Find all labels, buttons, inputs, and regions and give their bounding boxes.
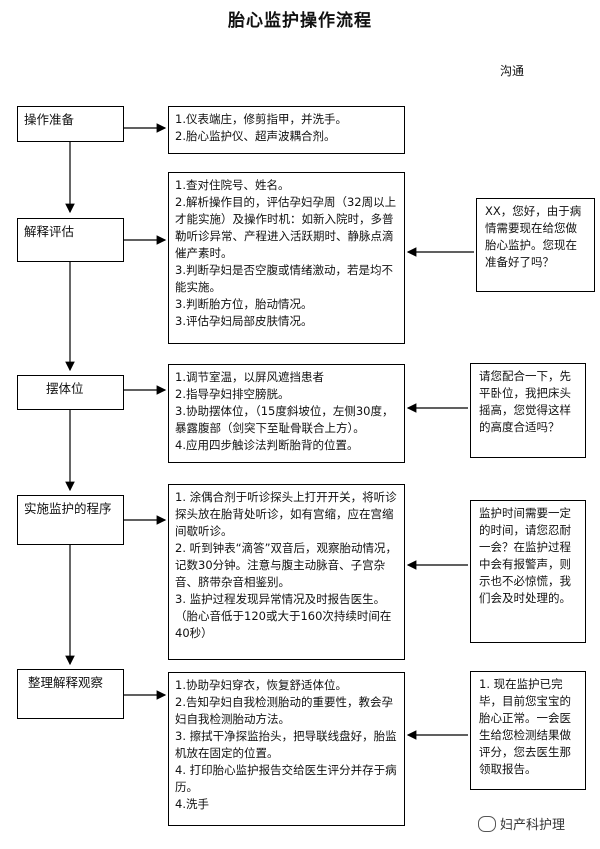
detail-line: 1.协助孕妇穿衣，恢复舒适体位。 <box>175 678 347 692</box>
detail-line: 1.调节室温，以屏风遮挡患者 <box>175 370 324 384</box>
detail-line: 3.评估孕妇局部皮肤情况。 <box>175 314 313 328</box>
communication-label: 沟通 <box>500 64 525 78</box>
step-label: 实施监护的程序 <box>24 501 112 516</box>
watermark: 妇产科护理 <box>478 814 565 833</box>
detail-line: 1. 涂偶合剂于听诊探头上打开开关，将听诊探头放在胎背处听诊，如有宫缩，应在宫缩… <box>175 490 397 538</box>
dialog-text: 监护时间需要一定的时间，请您忍耐一会？在监护过程中会有报警声，则示也不必惊慌，我… <box>479 506 571 605</box>
detail-line: 2.胎心监护仪、超声波耦合剂。 <box>175 129 336 143</box>
detail-line: 3.判断胎方位，胎动情况。 <box>175 297 313 311</box>
detail-line: 1.仪表端庄，修剪指甲，并洗手。 <box>175 112 347 126</box>
detail-line: 3. 擦拭干净探监抬头，把导联线盘好，胎监机放在固定的位置。 <box>175 729 397 760</box>
step-box-monitor: 实施监护的程序 <box>17 495 124 545</box>
watermark-text: 妇产科护理 <box>500 818 566 833</box>
detail-box-prepare: 1.仪表端庄，修剪指甲，并洗手。 2.胎心监护仪、超声波耦合剂。 <box>168 106 405 154</box>
step-label: 整理解释观察 <box>28 675 104 690</box>
wechat-icon <box>478 815 496 832</box>
step-label: 摆体位 <box>46 381 84 396</box>
detail-line: 2.解析操作目的，评估孕妇孕周（32周以上才能实施）及操作时机：如新入院时，多普… <box>175 195 397 260</box>
detail-line: 2. 听到钟表“滴答”双音后，观察胎动情况，记数30分钟。注意与腹主动脉音、子宫… <box>175 541 398 589</box>
dialog-text: 请您配合一下，先平卧位，我把床头摇高，您觉得这样的高度合适吗？ <box>479 369 571 434</box>
step-box-assess: 解释评估 <box>17 218 124 262</box>
detail-box-monitor: 1. 涂偶合剂于听诊探头上打开开关，将听诊探头放在胎背处听诊，如有宫缩，应在宫缩… <box>168 484 405 660</box>
detail-box-assess: 1.查对住院号、姓名。 2.解析操作目的，评估孕妇孕周（32周以上才能实施）及操… <box>168 172 405 344</box>
detail-line: 4.应用四步触诊法判断胎背的位置。 <box>175 438 359 452</box>
detail-line: 4.洗手 <box>175 797 209 811</box>
dialog-box-position: 请您配合一下，先平卧位，我把床头摇高，您觉得这样的高度合适吗？ <box>470 363 586 458</box>
detail-line: 3. 监护过程发现异常情况及时报告医生。（胎心音低于120或大于160次持续时间… <box>175 592 392 640</box>
step-box-position: 摆体位 <box>17 375 124 410</box>
step-label: 解释评估 <box>24 224 75 239</box>
dialog-box-tidy: 1. 现在监护已完毕，目前您宝宝的胎心正常。一会医生给您检测结果做评分，您去医生… <box>470 671 586 790</box>
dialog-text: 1. 现在监护已完毕，目前您宝宝的胎心正常。一会医生给您检测结果做评分，您去医生… <box>479 677 571 776</box>
dialog-box-assess: XX，您好，由于病情需要现在给您做胎心监护。您现在准备好了吗？ <box>476 198 595 292</box>
detail-box-position: 1.调节室温，以屏风遮挡患者 2.指导孕妇排空膀胱。 3.协助摆体位，（15度斜… <box>168 364 405 463</box>
detail-box-tidy: 1.协助孕妇穿衣，恢复舒适体位。 2.告知孕妇自我检测胎动的重要性，教会孕妇自我… <box>168 672 405 826</box>
dialog-text: XX，您好，由于病情需要现在给您做胎心监护。您现在准备好了吗？ <box>485 204 582 269</box>
detail-line: 3.协助摆体位，（15度斜坡位，左侧30度，暴露腹部（剑突下至耻骨联合上方）。 <box>175 404 394 435</box>
dialog-box-monitor: 监护时间需要一定的时间，请您忍耐一会？在监护过程中会有报警声，则示也不必惊慌，我… <box>470 500 586 643</box>
detail-line: 2.指导孕妇排空膀胱。 <box>175 387 290 401</box>
step-box-prepare: 操作准备 <box>17 106 124 142</box>
detail-line: 2.告知孕妇自我检测胎动的重要性，教会孕妇自我检测胎动方法。 <box>175 695 393 726</box>
step-label: 操作准备 <box>24 112 75 127</box>
detail-line: 4. 打印胎心监护报告交给医生评分并存于病历。 <box>175 763 397 794</box>
page-title: 胎心监护操作流程 <box>228 11 372 31</box>
detail-line: 3.判断孕妇是否空腹或情绪激动，若是均不能实施。 <box>175 263 393 294</box>
step-box-tidy: 整理解释观察 <box>17 669 124 719</box>
detail-line: 1.查对住院号、姓名。 <box>175 178 290 192</box>
